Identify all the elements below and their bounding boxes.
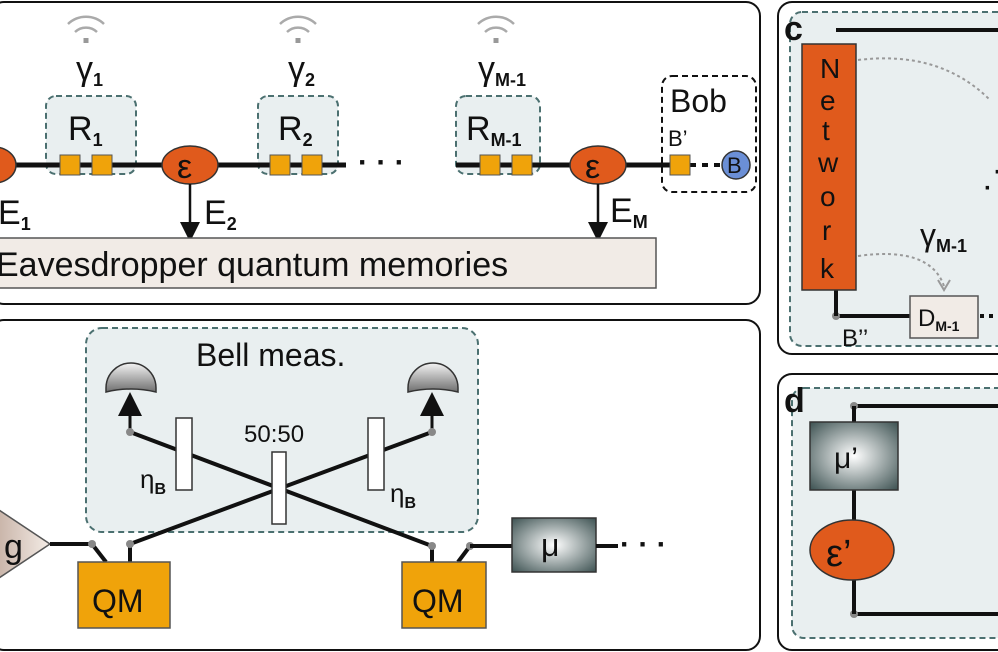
eps-prime-node (809, 519, 895, 581)
quantum-memory-right (401, 561, 487, 629)
eve-symbol: ε (177, 148, 192, 186)
network-letter: t (822, 115, 830, 146)
eta-left-label: ηB (140, 464, 166, 498)
gamma-m1-c-label: γM-1 (920, 217, 967, 256)
wifi-icon (67, 15, 105, 43)
bob-node (721, 150, 751, 180)
panel-d: d μ’ ε’ (777, 373, 998, 651)
memory-cell (269, 154, 291, 176)
network-letter: k (820, 253, 835, 284)
memory-cell (479, 154, 501, 176)
d-label: DM-1 (918, 305, 960, 334)
panel-b: Bell meas. 50:50 ηB ηB g (0, 319, 761, 651)
eta-right-label: ηB (390, 478, 416, 512)
eve-node-1 (0, 146, 17, 184)
bob-node-label: B (727, 153, 742, 178)
panel-a: γ1 γ2 γM-1 R1 R2 RM-1 Bob B’ · · · ε ε (0, 1, 761, 305)
network-letter: w (817, 147, 839, 178)
wifi-icon (279, 15, 317, 43)
network-letter: N (820, 53, 840, 84)
source-g-label: g (4, 528, 23, 566)
mu-box (511, 517, 597, 573)
beam-splitter (271, 451, 287, 525)
channel-dots: · · · (358, 146, 405, 179)
memory-cell (669, 154, 691, 176)
network-box (801, 43, 857, 291)
network-letter: o (820, 181, 836, 212)
eavesdropper-label: Eavesdropper quantum memories (0, 246, 508, 284)
panel-c: c N e t w o r k · · γM-1 DM-1 B’’ (777, 1, 998, 355)
b-double-prime-label: B’’ (842, 325, 868, 352)
mu-prime-box (809, 421, 899, 491)
loss-plate-left (175, 417, 193, 491)
memory-cell (91, 154, 113, 176)
wifi-icon (477, 15, 515, 43)
d-box (909, 295, 979, 339)
panel-c-letter: c (784, 10, 803, 48)
qm-left-label: QM (92, 583, 144, 619)
panel-d-letter: d (784, 382, 805, 420)
memory-cell (511, 154, 533, 176)
eps-prime-label: ε’ (826, 533, 851, 575)
b-prime-label: B’ (668, 126, 688, 151)
quantum-memory-left (77, 561, 171, 629)
bob-label: Bob (670, 83, 727, 119)
detector-right-icon (407, 362, 459, 393)
mu-label: μ (541, 527, 559, 563)
network-letter: r (822, 215, 831, 246)
eavesdropper-box (0, 237, 657, 289)
memory-cell (59, 154, 81, 176)
dots-fragment: · (994, 159, 998, 186)
memory-cell (301, 154, 323, 176)
qm-right-label: QM (412, 583, 464, 619)
loss-plate-right (367, 417, 385, 491)
eve-symbol: ε (585, 148, 600, 186)
bell-meas-label: Bell meas. (196, 337, 345, 373)
source-g-icon (0, 509, 52, 579)
line-dots: · · · (620, 528, 667, 561)
network-letter: e (820, 85, 836, 116)
dots-fragment: · (984, 175, 992, 202)
detector-left-icon (105, 362, 157, 393)
mu-prime-label: μ’ (834, 442, 858, 475)
splitter-label: 50:50 (244, 421, 304, 448)
